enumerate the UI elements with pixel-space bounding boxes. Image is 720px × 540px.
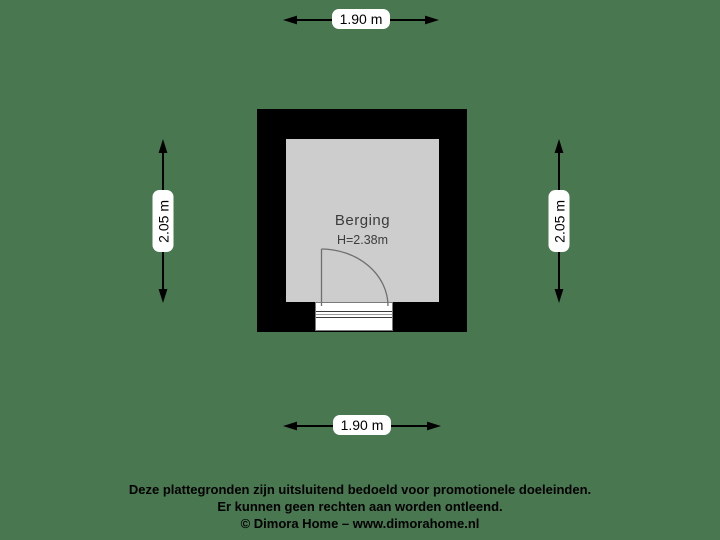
threshold-line (316, 311, 392, 312)
dimension-left: 2.05 m (152, 139, 174, 303)
dimension-label-bottom: 1.90 m (333, 415, 391, 435)
dimension-left-value: 2.05 m (155, 199, 171, 243)
dimension-right: 2.05 m (548, 139, 570, 303)
disclaimer-line-2: Er kunnen geen rechten aan worden ontlee… (217, 499, 503, 514)
dimension-bottom-value: 1.90 m (340, 417, 384, 433)
room-label: Berging H=2.38m (286, 212, 439, 247)
room-floor: Berging H=2.38m (286, 139, 439, 302)
dimension-label-left: 2.05 m (152, 190, 174, 252)
copyright-line: © Dimora Home – www.dimorahome.nl (240, 516, 480, 531)
dimension-right-value: 2.05 m (551, 199, 567, 243)
dimension-label-top: 1.90 m (332, 9, 390, 29)
disclaimer-line-1: Deze plattegronden zijn uitsluitend bedo… (128, 482, 592, 497)
footer-disclaimer: Deze plattegronden zijn uitsluitend bedo… (0, 481, 720, 532)
threshold-line (316, 314, 392, 315)
dimension-top: 1.90 m (283, 9, 439, 29)
door-swing-icon (320, 248, 389, 307)
room-name: Berging (334, 212, 391, 229)
dimension-top-value: 1.90 m (339, 11, 383, 27)
room-berging: Berging H=2.38m (257, 109, 467, 332)
dimension-label-right: 2.05 m (548, 190, 570, 252)
threshold-line (316, 317, 392, 318)
dimension-bottom: 1.90 m (283, 415, 441, 435)
room-ceiling-height: H=2.38m (336, 233, 389, 247)
door-threshold (315, 302, 393, 331)
